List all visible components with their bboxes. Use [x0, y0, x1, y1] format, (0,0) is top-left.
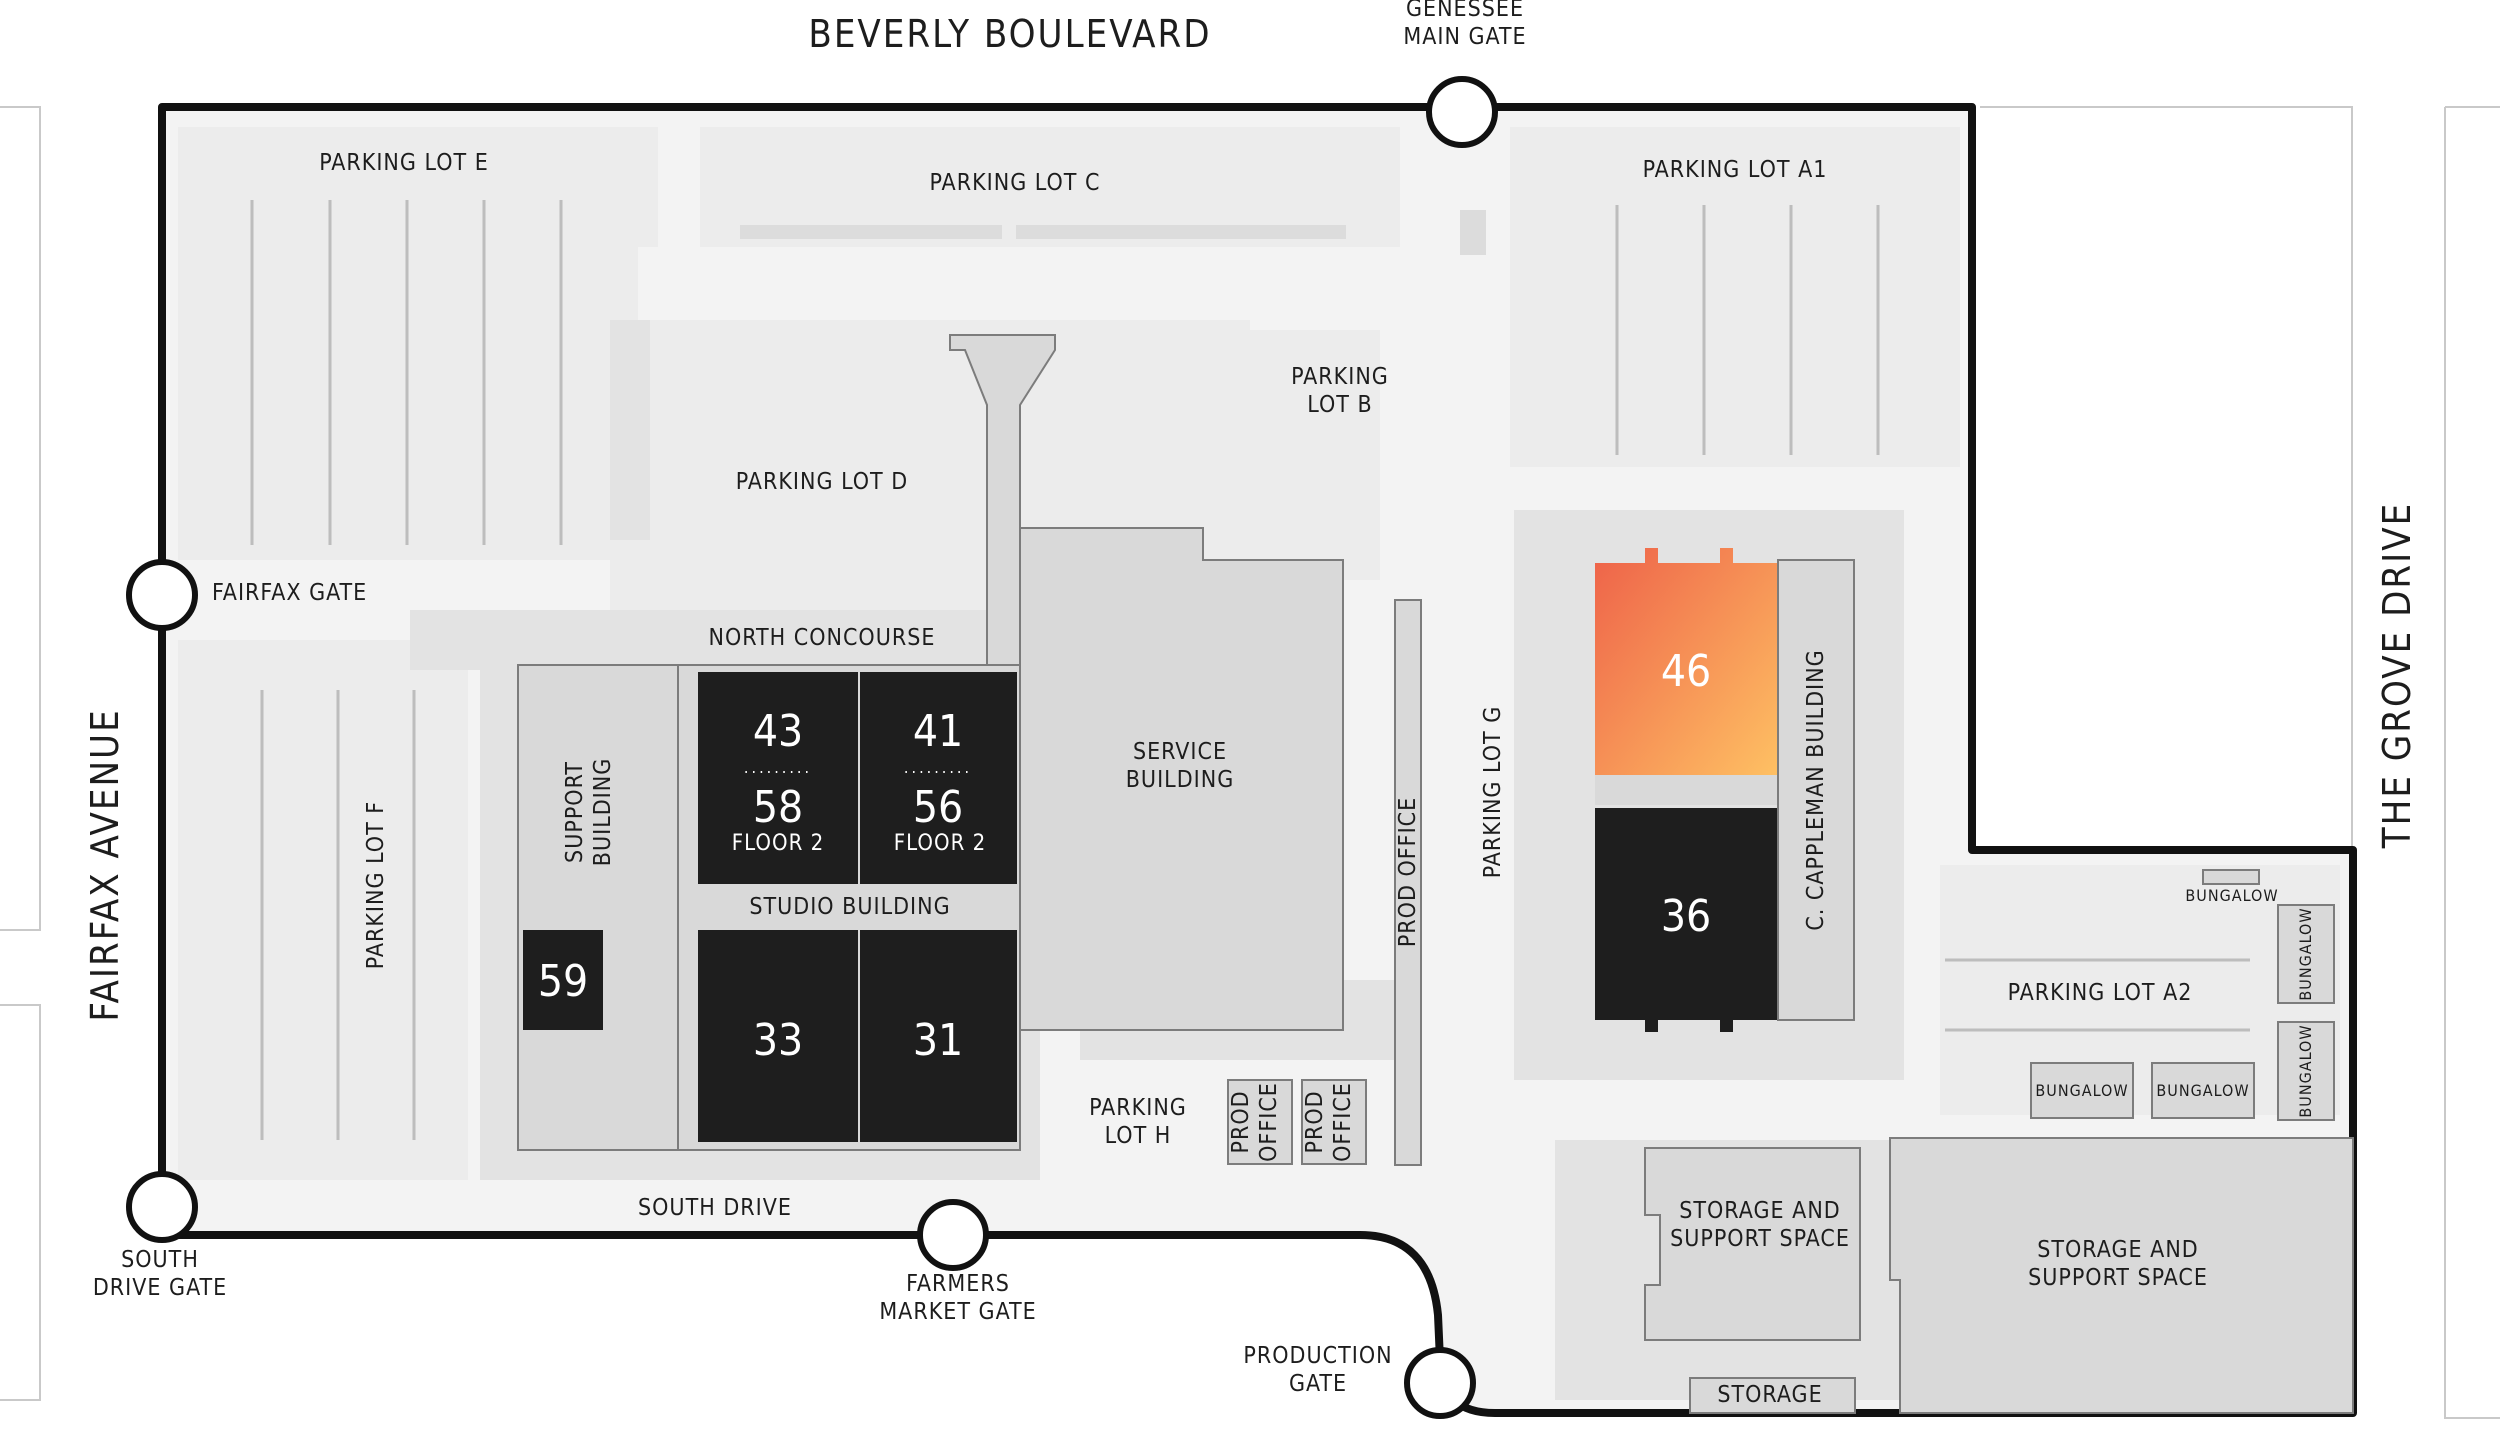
stage-label-41: 41 — [913, 706, 963, 757]
label-studio-building: STUDIO BUILDING — [749, 894, 950, 920]
label-cappleman-building: C. CAPPLEMAN BUILDING — [1803, 649, 1829, 930]
stage-label-31: 31 — [913, 1015, 963, 1066]
stages — [523, 548, 1777, 1142]
stage-floor-label-a: FLOOR 2 — [732, 831, 824, 856]
label-bungalow-top: BUNGALOW — [2185, 886, 2278, 905]
stage-label-46: 46 — [1661, 646, 1711, 697]
stage-label-43: 43 — [753, 706, 803, 757]
label-lot-d: PARKING LOT D — [736, 469, 908, 495]
label-storage: STORAGE — [1717, 1382, 1822, 1408]
stage-divider-dots-b: ......... — [904, 758, 972, 777]
fairfax-gate-marker[interactable] — [126, 559, 198, 631]
genessee-gate-marker[interactable] — [1426, 76, 1498, 148]
stage-59[interactable] — [523, 930, 603, 1030]
road-label-west: FAIRFAX AVENUE — [83, 708, 127, 1021]
label-lot-f: PARKING LOT F — [363, 801, 389, 969]
label-lot-c: PARKING LOT C — [930, 170, 1101, 196]
stage-41-56[interactable] — [860, 672, 1017, 884]
buildings — [517, 527, 2354, 1414]
farmers-market-gate-marker[interactable] — [917, 1199, 989, 1271]
stage-label-58: 58 — [753, 782, 803, 833]
label-lot-a1: PARKING LOT A1 — [1643, 157, 1828, 183]
label-lot-a2: PARKING LOT A2 — [2008, 980, 2193, 1006]
label-bungalow-v1: BUNGALOW — [2296, 907, 2315, 1000]
stage-31[interactable] — [860, 930, 1017, 1142]
production-gate-marker[interactable] — [1404, 1347, 1476, 1419]
label-bungalow-1: BUNGALOW — [2035, 1081, 2128, 1100]
label-support-building: SUPPORTBUILDING — [562, 758, 616, 867]
stage-label-36: 36 — [1661, 891, 1711, 942]
road-label-north: BEVERLY BOULEVARD — [808, 12, 1211, 56]
stage-label-59: 59 — [538, 956, 588, 1007]
label-lot-e: PARKING LOT E — [319, 150, 489, 176]
stage-43-58[interactable] — [698, 672, 858, 884]
label-prod-office-2: PRODOFFICE — [1302, 1082, 1356, 1162]
gate-label-fairfax: FAIRFAX GATE — [212, 580, 367, 606]
stage-divider-dots-a: ......... — [744, 758, 812, 777]
stage-label-56: 56 — [913, 782, 963, 833]
road-label-east: THE GROVE DRIVE — [2375, 502, 2419, 850]
stage-36[interactable] — [1595, 808, 1777, 1032]
stage-label-33: 33 — [753, 1015, 803, 1066]
label-south-drive: SOUTH DRIVE — [638, 1195, 792, 1221]
south-drive-gate-marker[interactable] — [126, 1171, 198, 1243]
gates — [126, 76, 1498, 1419]
label-prod-office-1: PRODOFFICE — [1228, 1082, 1282, 1162]
parking-stalls — [250, 200, 2250, 1140]
context-lines — [0, 106, 2500, 1419]
stage-46[interactable] — [1595, 548, 1777, 775]
stage-33[interactable] — [698, 930, 858, 1142]
label-prod-office-long: PROD OFFICE — [1395, 797, 1421, 947]
label-bungalow-2: BUNGALOW — [2156, 1081, 2249, 1100]
stage-floor-label-b: FLOOR 2 — [894, 831, 986, 856]
label-bungalow-v2: BUNGALOW — [2296, 1024, 2315, 1117]
label-north-concourse: NORTH CONCOURSE — [709, 625, 936, 651]
label-lot-g: PARKING LOT G — [1480, 706, 1506, 879]
